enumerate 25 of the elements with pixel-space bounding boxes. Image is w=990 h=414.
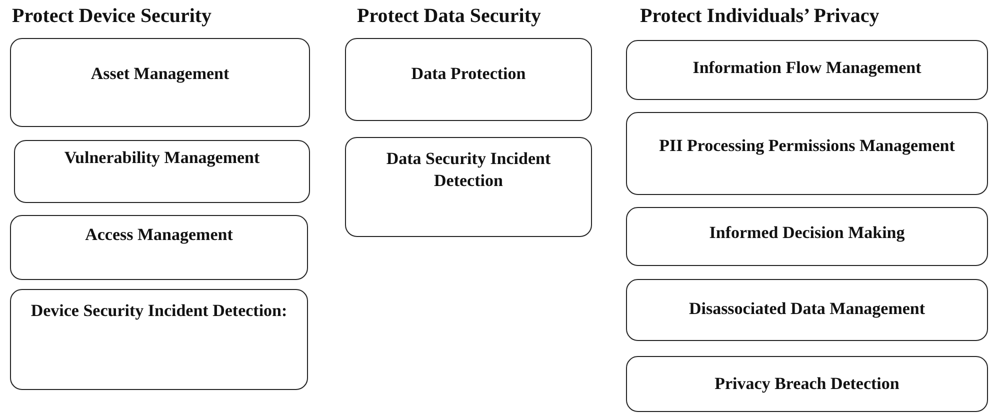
box-label: Privacy Breach Detection [714,373,900,395]
box-label: Data Security Incident Detection [385,148,552,192]
category-box [345,38,592,121]
category-box [626,356,988,412]
category-box [626,112,988,195]
category-box [14,140,310,203]
column-heading: Protect Data Security [357,4,542,28]
box-label: Informed Decision Making [709,222,905,244]
category-box [10,38,310,127]
box-label: PII Processing Permissions Management [659,135,955,157]
box-label: Device Security Incident Detection: [30,300,288,322]
category-box [626,279,988,341]
category-box [345,137,592,237]
box-label: Disassociated Data Management [688,298,926,320]
box-label: Information Flow Management [692,57,922,79]
box-label: Access Management [85,224,233,246]
category-box [10,289,308,390]
column-heading: Protect Individuals’ Privacy [640,4,880,28]
box-label: Data Protection [411,63,526,85]
category-box [626,207,988,266]
box-label: Asset Management [90,63,230,85]
column-heading: Protect Device Security [12,4,212,28]
category-box [10,215,308,280]
box-label: Vulnerability Management [64,147,260,169]
category-box [626,40,988,100]
